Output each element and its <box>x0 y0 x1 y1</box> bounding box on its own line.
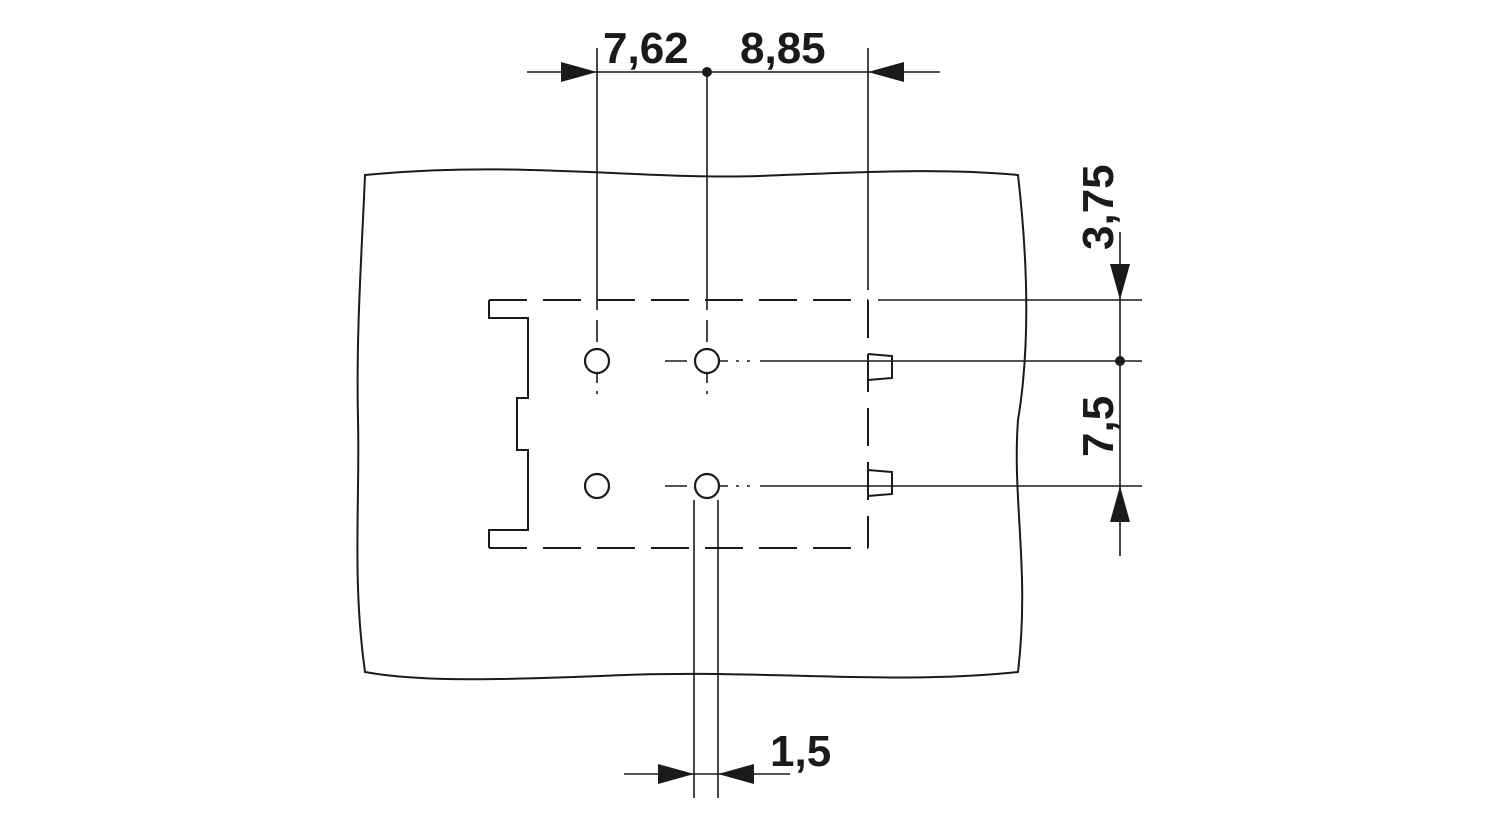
right-dimension <box>1110 232 1130 556</box>
extension-lines <box>596 48 1142 798</box>
hole-2 <box>693 347 721 375</box>
top-dimension <box>527 62 940 82</box>
centerlines <box>596 320 750 487</box>
dim-label-hole-diameter: 1,5 <box>770 727 831 776</box>
pin-holes <box>583 347 721 500</box>
dim-label-top-offset: 3,75 <box>1074 164 1123 250</box>
board-outline <box>356 168 1028 681</box>
dim-label-pitch-right: 8,85 <box>740 24 826 73</box>
hole-3 <box>583 472 611 500</box>
dim-label-pitch-left: 7,62 <box>603 24 689 73</box>
bottom-dimension <box>624 764 790 784</box>
dim-label-row-pitch: 7,5 <box>1074 396 1123 457</box>
hole-1 <box>583 347 611 375</box>
hole-4 <box>693 472 721 500</box>
connector-outline <box>488 299 893 549</box>
